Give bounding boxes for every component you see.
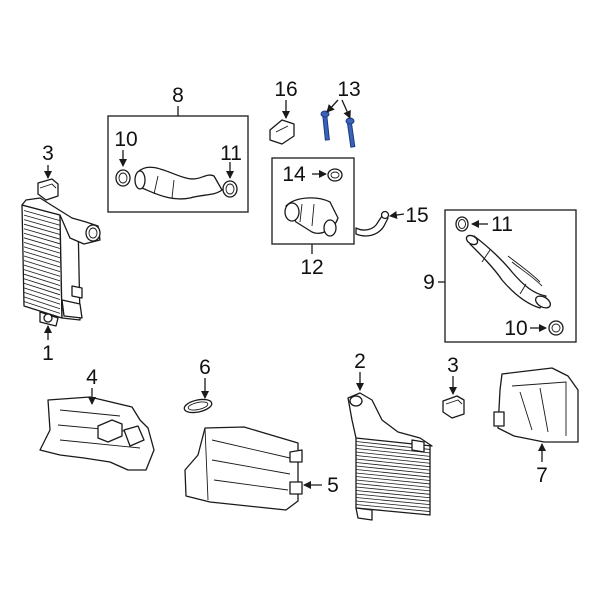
- air-duct-right[interactable]: [493, 367, 579, 443]
- callout-7: 7: [536, 464, 548, 487]
- radiator-fin: [23, 264, 61, 277]
- intercooler-right[interactable]: [347, 392, 433, 521]
- callout-13: 13: [337, 78, 360, 101]
- bracket-right[interactable]: [442, 395, 465, 419]
- radiator-fin: [355, 472, 431, 481]
- radiator-fin: [355, 458, 431, 468]
- bracket-left[interactable]: [37, 178, 59, 201]
- radiator-fin: [23, 210, 61, 222]
- callout-16: 16: [274, 78, 297, 101]
- radiator-fin: [23, 223, 61, 235]
- radiator-fin: [355, 451, 431, 461]
- air-duct-shroud-left[interactable]: [39, 396, 155, 471]
- radiator-fin: [23, 228, 61, 240]
- radiator-fin: [23, 269, 61, 282]
- radiator-fin: [355, 490, 431, 499]
- radiator-fin: [23, 282, 61, 296]
- radiator-fin: [23, 237, 61, 249]
- radiator-fin: [23, 241, 61, 254]
- radiator-fin: [23, 255, 61, 268]
- callout-10-right: 10: [504, 317, 527, 340]
- radiator-fin: [23, 260, 61, 273]
- callout-8: 8: [172, 84, 184, 107]
- callout-4: 4: [86, 366, 98, 389]
- radiator-fin: [23, 219, 61, 231]
- callout-11-right: 11: [491, 213, 513, 236]
- adapter-assembly-12[interactable]: [271, 157, 355, 245]
- air-guide-lower[interactable]: [184, 426, 303, 511]
- callout-labels: 1 3 8 10 11 16 13 14 12 15 11 9 10 4 6 2…: [42, 78, 548, 497]
- radiator-fin: [355, 483, 431, 492]
- radiator-fin: [23, 301, 61, 314]
- callout-3-right: 3: [447, 354, 459, 377]
- radiator-fin: [355, 504, 431, 512]
- radiator-fin: [355, 465, 431, 474]
- radiator-fin: [355, 497, 431, 506]
- gasket-6[interactable]: [183, 397, 213, 415]
- radiator-fin: [23, 273, 61, 286]
- radiator-fin: [23, 291, 61, 305]
- radiator-fin: [23, 246, 61, 259]
- radiator-fin: [23, 287, 61, 300]
- leader-lines: [44, 99, 547, 489]
- callout-14: 14: [282, 163, 306, 186]
- callout-6: 6: [199, 356, 211, 379]
- callout-10-top: 10: [114, 128, 137, 151]
- radiator-fin: [355, 479, 431, 488]
- clip-15[interactable]: [355, 210, 390, 237]
- radiator-fin: [23, 251, 61, 263]
- radiator-fin: [355, 476, 431, 485]
- radiator-fin: [355, 448, 431, 457]
- hose-assembly-8[interactable]: [107, 115, 249, 213]
- callout-15: 15: [405, 204, 428, 227]
- radiator-fin: [23, 232, 61, 245]
- radiator-fin: [355, 493, 431, 502]
- radiator-fin: [355, 455, 431, 464]
- callout-9: 9: [423, 271, 435, 294]
- mount-16[interactable]: [269, 119, 295, 145]
- radiator-fin: [355, 500, 431, 509]
- radiator-fin: [355, 469, 431, 478]
- radiator-fin: [23, 214, 61, 226]
- radiator-fin: [355, 462, 431, 471]
- callout-3-left: 3: [42, 142, 54, 165]
- callout-1: 1: [42, 342, 54, 365]
- radiator-fin: [23, 296, 61, 310]
- callout-5: 5: [327, 474, 339, 497]
- intercooler-left[interactable]: [21, 197, 101, 327]
- callout-11-top: 11: [220, 142, 242, 165]
- callout-12: 12: [300, 256, 323, 279]
- hose-assembly-9[interactable]: [444, 209, 577, 343]
- callout-2: 2: [354, 350, 366, 373]
- radiator-fin: [355, 486, 431, 495]
- radiator-fin: [23, 278, 61, 291]
